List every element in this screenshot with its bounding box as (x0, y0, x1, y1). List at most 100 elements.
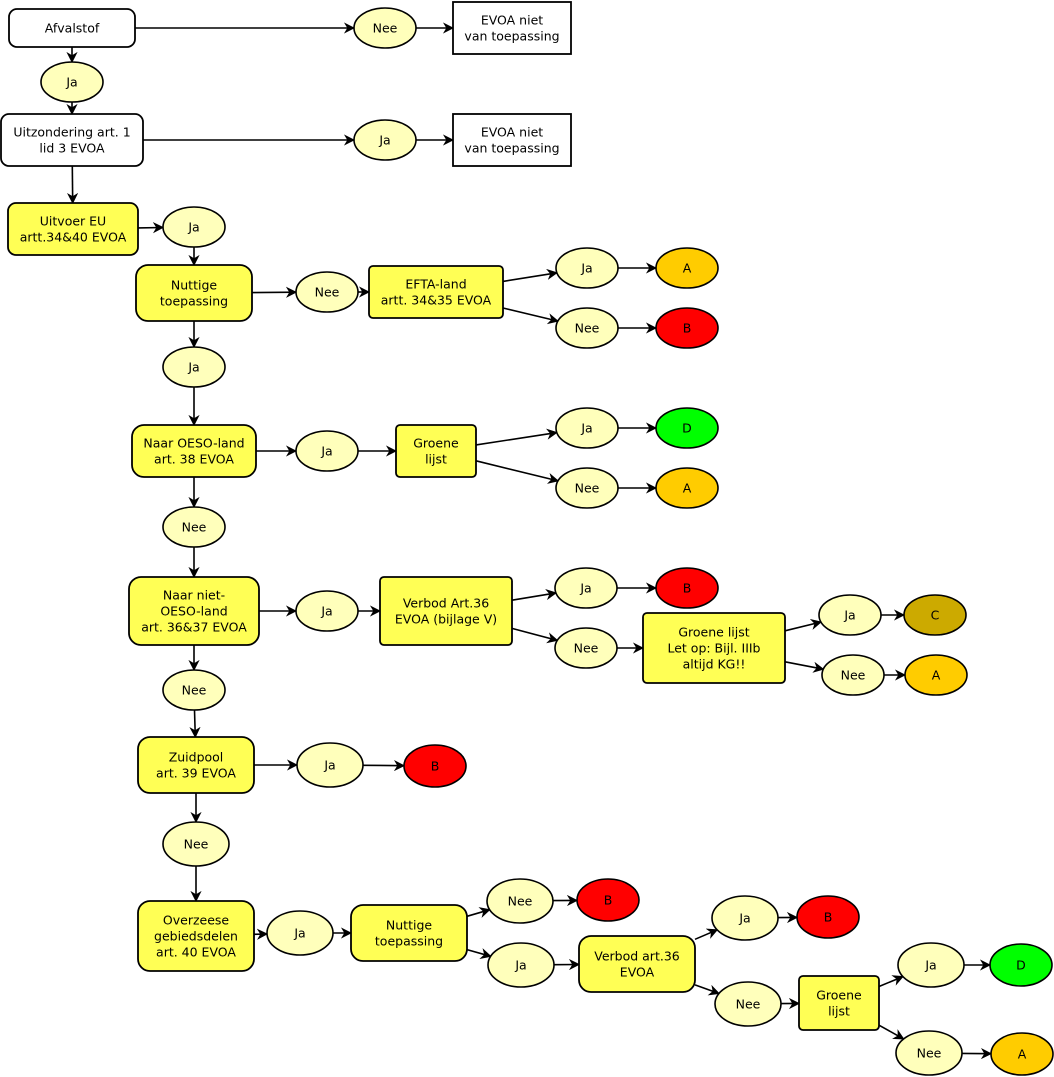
node-ja-efta-label: Ja (580, 261, 592, 276)
node-zuidpool-label: Zuidpool (169, 750, 224, 765)
node-ja1-shape (40, 61, 104, 103)
node-niet-oeso-label: OESO-land (160, 604, 227, 619)
node-nuttige2-shape (350, 904, 468, 962)
node-nuttige1-label: Nuttige (171, 278, 217, 293)
edge-groene1-to-nee-g1 (475, 460, 560, 484)
node-res-zuid-shape (403, 744, 467, 788)
node-ja-oeso-label: Ja (320, 444, 332, 459)
node-verbod2-label: EVOA (620, 965, 655, 980)
node-ja-v2-label: Ja (738, 911, 750, 926)
node-ja2-shape (353, 119, 417, 161)
node-evoa-na-2-label: EVOA niet (481, 125, 543, 140)
node-ja-g2-label: Ja (843, 608, 855, 623)
node-res-g2-nee-shape (904, 654, 968, 696)
node-uitzondering-label: Uitzondering art. 1 (13, 125, 130, 140)
node-groene3-label: Groene (816, 988, 862, 1003)
node-uitzondering-shape (0, 113, 144, 167)
node-ja-g3: Ja (897, 942, 965, 988)
node-ja-g3-label: Ja (924, 958, 936, 973)
node-nee-oeso-label: Nee (182, 520, 207, 535)
edge-groene3-to-nee-g3 (878, 1024, 905, 1040)
edge-groene2-to-nee-g2 (784, 661, 825, 673)
node-nee-g2-label: Nee (841, 668, 866, 683)
node-ja-g2: Ja (818, 594, 882, 636)
node-nee-n1-label: Nee (315, 285, 340, 300)
node-nuttige1-shape (135, 264, 253, 322)
node-res-v2-ja-label: B (824, 910, 833, 925)
node-ja-v1-shape (554, 567, 618, 609)
node-verbod1-shape (379, 576, 513, 646)
node-ja3: Ja (162, 206, 226, 248)
node-ja-v1-label: Ja (579, 581, 591, 596)
node-res-g2-ja-label: C (931, 608, 940, 623)
node-ja-oeso: Ja (295, 430, 359, 472)
node-res-g3-nee-shape (990, 1032, 1054, 1076)
node-res-g2-ja: C (903, 594, 967, 636)
node-nee-n1-shape (295, 271, 359, 313)
node-ja-ov-shape (266, 910, 334, 956)
node-res-g3-ja-shape (989, 943, 1053, 987)
node-res-efta-nee-label: B (683, 321, 692, 336)
node-uitvoer-eu-label: Uitvoer EU (40, 214, 106, 229)
node-nee-g1-label: Nee (575, 481, 600, 496)
node-nee-efta: Nee (555, 307, 619, 349)
node-evoa-na-1-label: EVOA niet (481, 13, 543, 28)
edge-nuttige2-to-ja-n2 (466, 948, 492, 959)
node-ja2-label: Ja (378, 133, 390, 148)
node-overzeese-label: gebiedsdelen (154, 929, 238, 944)
node-res-v2-ja: B (796, 895, 860, 939)
node-ja-niet-oeso-label: Ja (320, 604, 332, 619)
node-res-g1-nee-shape (655, 467, 719, 509)
node-verbod1-label: Verbod Art.36 (403, 596, 489, 611)
node-nee-g2-shape (821, 654, 885, 696)
node-verbod2-shape (578, 935, 696, 993)
node-overzeese-label: Overzeese (163, 913, 230, 928)
edge-groene1-to-ja-g1 (475, 428, 558, 446)
node-res-zuid-label: B (431, 759, 440, 774)
node-ja-g1-shape (555, 407, 619, 449)
node-res-g3-nee: A (990, 1032, 1054, 1076)
node-nee-efta-label: Nee (575, 321, 600, 336)
node-nee-zuid: Nee (162, 821, 230, 867)
edge-groene2-to-ja-g2 (784, 618, 823, 632)
node-oeso-label: art. 38 EVOA (154, 452, 234, 467)
node-groene1-shape (395, 424, 477, 478)
node-ja-n2-shape (487, 942, 555, 988)
node-groene1-label: lijst (425, 452, 447, 467)
node-nee-oeso: Nee (162, 506, 226, 548)
node-evoa-na-1-shape (452, 1, 572, 55)
node-res-g3-ja: D (989, 943, 1053, 987)
node-efta-label: artt. 34&35 EVOA (381, 293, 492, 308)
node-ja-ov: Ja (266, 910, 334, 956)
node-nee-n1: Nee (295, 271, 359, 313)
node-nee-n2-shape (486, 878, 554, 924)
edge-verbod2-to-nee-v2 (694, 984, 721, 996)
node-ja-efta-shape (555, 247, 619, 289)
node-nee-g3-shape (895, 1030, 963, 1076)
node-groene2-label: altijd KG!! (683, 657, 746, 672)
node-ja-niet-oeso: Ja (295, 590, 359, 632)
node-ja1: Ja (40, 61, 104, 103)
node-overzeese-shape (137, 900, 255, 972)
node-res-g1-nee-label: A (683, 481, 692, 496)
node-ja-n2: Ja (487, 942, 555, 988)
node-nee-n2-label: Nee (508, 894, 533, 909)
node-res-zuid: B (403, 744, 467, 788)
node-nee-v1-shape (554, 627, 618, 669)
node-res-g3-nee-label: A (1018, 1047, 1027, 1062)
node-groene3-label: lijst (828, 1004, 850, 1019)
node-ja-zuid-label: Ja (323, 758, 335, 773)
node-ja-g2-shape (818, 594, 882, 636)
node-groene2-label: Let op: Bijl. IIIb (667, 641, 760, 656)
node-groene3-shape (798, 975, 880, 1031)
node-res-efta-nee: B (655, 307, 719, 349)
